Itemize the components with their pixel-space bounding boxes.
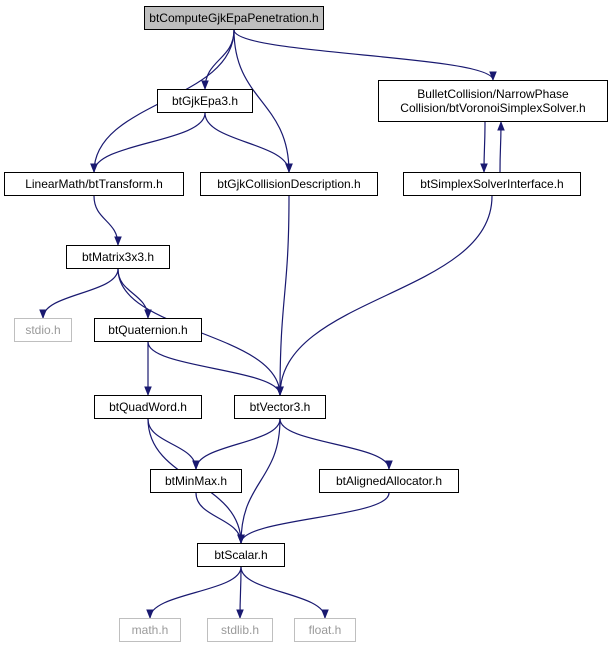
node-label: stdio.h [25,323,61,337]
node-label: btMinMax.h [164,474,228,488]
edge-matrix-to-quaternion [117,268,152,319]
node-label: btQuadWord.h [109,400,187,414]
node-btScalar[interactable]: btScalar.h [197,543,285,567]
node-label: btComputeGjkEpaPenetration.h [149,11,319,25]
node-stdlib[interactable]: stdlib.h [207,618,273,642]
edge-vector3-to-scalar [237,418,281,544]
node-stdio[interactable]: stdio.h [14,318,72,342]
node-label: btGjkCollisionDescription.h [217,177,361,191]
edge-simplex-to-vector3 [276,195,493,396]
edge-gjkepa3-to-transform [90,112,206,173]
node-label: LinearMath/btTransform.h [25,177,163,191]
edge-simplex-to-voronoi [497,121,505,173]
node-btGjkCollisionDescription[interactable]: btGjkCollisionDescription.h [200,172,378,196]
node-label: btScalar.h [214,548,268,562]
edge-scalar-to-stdlib [236,566,244,619]
edge-gjkdesc-to-vector3 [276,195,290,396]
node-btVector3[interactable]: btVector3.h [234,395,326,419]
node-btAlignedAllocator[interactable]: btAlignedAllocator.h [319,469,459,493]
edge-gjkepa3-to-gjkdesc [204,112,293,173]
edge-root-to-gjkdesc [233,29,293,173]
node-btQuadWord[interactable]: btQuadWord.h [94,395,202,419]
edge-vector3-to-minmax [192,418,281,470]
node-label-line2: Collision/btVoronoiSimplexSolver.h [400,101,586,115]
edge-root-to-voronoi [233,29,497,81]
node-btVoronoiSimplexSolver[interactable]: BulletCollision/NarrowPhase Collision/bt… [378,80,608,122]
node-label: btGjkEpa3.h [171,94,239,108]
edge-scalar-to-float [240,566,329,619]
edge-matrix-to-stdio [39,268,119,319]
edge-voronoi-to-simplex [480,121,488,173]
node-label: math.h [131,623,169,637]
node-btQuaternion[interactable]: btQuaternion.h [94,318,202,342]
node-btSimplexSolverInterface[interactable]: btSimplexSolverInterface.h [403,172,581,196]
node-btComputeGjkEpaPenetration[interactable]: btComputeGjkEpaPenetration.h [144,6,324,30]
node-float[interactable]: float.h [294,618,356,642]
node-label: btSimplexSolverInterface.h [420,177,564,191]
node-label: btQuaternion.h [108,323,188,337]
node-btGjkEpa3[interactable]: btGjkEpa3.h [157,89,253,113]
edge-quaternion-to-vector3 [147,341,284,396]
node-label: float.h [308,623,342,637]
node-label-line1: BulletCollision/NarrowPhase [417,87,569,101]
node-btTransform[interactable]: LinearMath/btTransform.h [4,172,184,196]
node-btMinMax[interactable]: btMinMax.h [150,469,242,493]
edge-root-to-gjkepa3 [201,29,235,90]
node-label: btMatrix3x3.h [81,250,155,264]
edge-quadword-to-minmax [147,418,200,470]
edge-transform-to-matrix [93,195,122,246]
node-label: btAlignedAllocator.h [335,474,443,488]
edge-allocator-to-scalar [237,492,390,544]
node-math[interactable]: math.h [119,618,181,642]
node-label: btVector3.h [249,400,311,414]
edge-scalar-to-math [146,566,242,619]
edge-vector3-to-allocator [279,418,393,470]
node-btMatrix3x3[interactable]: btMatrix3x3.h [66,245,170,269]
node-label: stdlib.h [220,623,260,637]
